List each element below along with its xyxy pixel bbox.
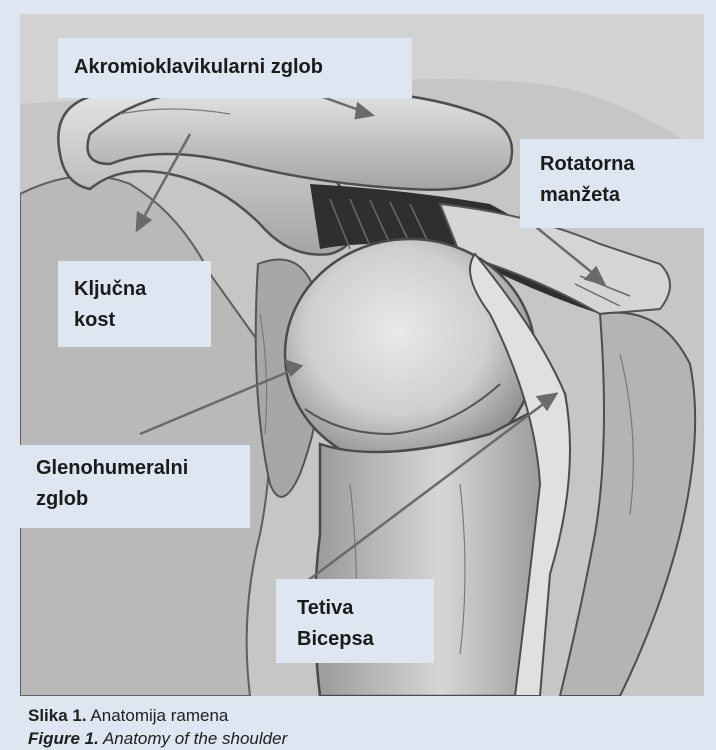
label-biceps-tendon-line1: Tetiva (297, 593, 434, 624)
label-rotator-cuff-line1: Rotatorna (540, 149, 704, 180)
label-clavicle-line1: Ključna (74, 274, 211, 305)
label-acromioclavicular-text: Akromioklavikularni zglob (74, 52, 412, 83)
label-glenohumeral-joint: Glenohumeralni zglob (20, 445, 250, 528)
caption-local: Slika 1. Anatomija ramena (28, 704, 287, 727)
label-acromioclavicular-joint: Akromioklavikularni zglob (58, 38, 412, 98)
caption-local-text: Anatomija ramena (87, 706, 229, 725)
label-biceps-tendon-line2: Bicepsa (297, 624, 434, 655)
caption-english-number: Figure 1. (28, 729, 99, 748)
label-clavicle: Ključna kost (58, 261, 211, 347)
label-clavicle-line2: kost (74, 305, 211, 336)
label-rotator-cuff-line2: manžeta (540, 180, 704, 211)
caption-english-text: Anatomy of the shoulder (99, 729, 287, 748)
figure-caption: Slika 1. Anatomija ramena Figure 1. Anat… (28, 704, 287, 750)
caption-local-number: Slika 1. (28, 706, 87, 725)
label-biceps-tendon: Tetiva Bicepsa (276, 579, 434, 663)
label-glenohumeral-line1: Glenohumeralni (36, 453, 250, 484)
label-glenohumeral-line2: zglob (36, 484, 250, 515)
label-rotator-cuff: Rotatorna manžeta (520, 139, 704, 228)
